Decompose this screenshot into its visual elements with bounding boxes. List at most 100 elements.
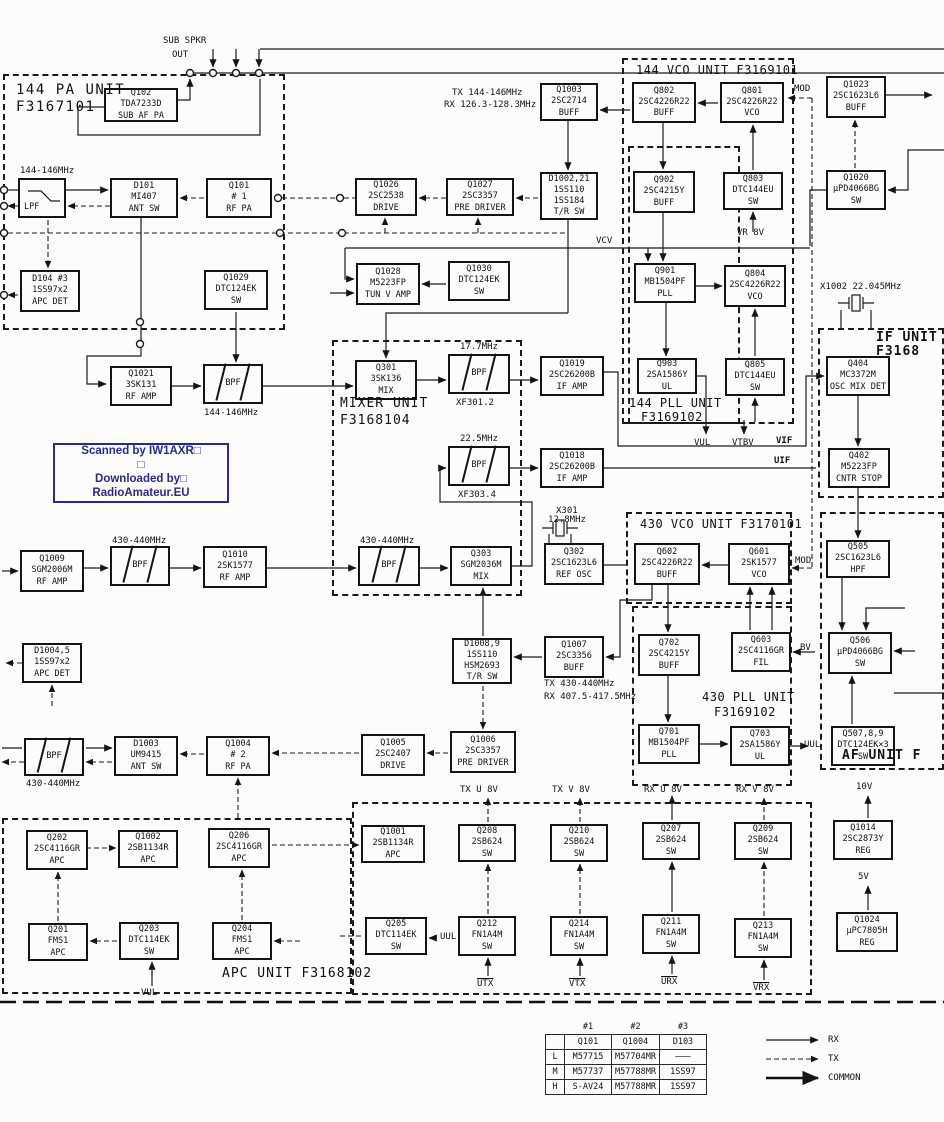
bpf-144: BPF (203, 363, 263, 404)
component-text: Q1024 (854, 915, 880, 926)
freq-430-tx: 430-440MHz (26, 779, 81, 789)
component-text: D104 #3 (32, 274, 68, 285)
component-text: PLL (657, 288, 673, 299)
component-text: SW (390, 941, 402, 952)
component-text: FMS1 (231, 935, 253, 946)
option-table-cell: M57788MR (611, 1079, 660, 1095)
pll-144-code: F3169102 (641, 410, 703, 424)
component-text: TUN V AMP (364, 289, 412, 300)
component-text: 2SB624 (655, 835, 687, 846)
vr-8v: VR 8V (737, 228, 765, 238)
option-table-cell: Q1004 (611, 1034, 660, 1050)
wire-segment (77, 79, 261, 136)
bpf-xf303: BPF (448, 445, 510, 486)
component-text: VCO (744, 108, 760, 119)
component-text: Q1010 (222, 550, 248, 561)
bv: BV (800, 643, 811, 653)
component-text: Q404 (847, 359, 869, 370)
wire-segment (604, 371, 825, 447)
component-text: SW (473, 286, 485, 297)
component-text: MB1504PF (644, 277, 686, 288)
component-text: Q402 (848, 451, 870, 462)
af-unit-title: AF UNIT F (842, 748, 922, 763)
component-text: Q1009 (39, 554, 65, 565)
component-text: REG (855, 845, 871, 856)
component-text: 2SB624 (747, 835, 779, 846)
component-text: Q201 (47, 925, 69, 936)
component-text: SGM2036M (460, 560, 502, 571)
component-text: Q603 (750, 635, 772, 646)
component-text: RF AMP (36, 576, 68, 587)
component-text: SW (850, 195, 862, 206)
option-table-cell: M57737 (564, 1064, 612, 1080)
option-table-cell: Q101 (564, 1034, 612, 1050)
option-table-cell: S-AV24 (564, 1079, 612, 1095)
component-text: Q601 (748, 547, 770, 558)
junction-dot (0, 201, 9, 211)
component-text: Q702 (658, 638, 680, 649)
component-text: APC (231, 853, 247, 864)
if-unit-title: IF UNIT (876, 330, 938, 345)
component-text: APC (140, 854, 156, 865)
component-text: Q210 (568, 826, 590, 837)
tx-144-freq: TX 144-146MHz (452, 88, 523, 98)
freq-144-bpf: 144-146MHz (204, 408, 259, 418)
component-text: SW (481, 941, 493, 952)
rx-u-8v: RX U 8V (644, 785, 682, 795)
component-text: FN1A4M (563, 930, 595, 941)
component-text: Q1018 (559, 451, 585, 462)
component-text: Q1007 (561, 640, 587, 651)
component-text: 2SC4116GR (33, 844, 81, 855)
junction-dot (0, 290, 9, 300)
component-text: RF PA (226, 203, 252, 214)
urx: URX (661, 977, 678, 987)
component-text: BPF (471, 460, 487, 471)
component-text: BUFF (563, 662, 585, 673)
component-text: Q1002 (135, 832, 161, 843)
component-text: 2SC26200B (548, 462, 596, 473)
component-text: 2SC1623L6 (834, 553, 882, 564)
component-text: Q1021 (128, 369, 154, 380)
component-text: FN1A4M (655, 928, 687, 939)
component-text: SW (573, 941, 585, 952)
component-text: Q208 (476, 826, 498, 837)
component-text: M5223FP (841, 462, 877, 473)
component-text: Q101 (228, 181, 250, 192)
component-text: Q1005 (380, 738, 406, 749)
component-text: D101 (133, 181, 155, 192)
component-text: 2SC1623L6 (832, 91, 880, 102)
component-text: Q1030 (466, 264, 492, 275)
component-text: ANT SW (128, 203, 160, 214)
component-text: 2SC4226R22 (638, 96, 690, 107)
bpf-slash-icon (371, 545, 382, 583)
component-text: REF OSC (556, 569, 592, 580)
component-text: Q203 (138, 924, 160, 935)
component-text: UL (754, 751, 766, 762)
vul-apc: VUL (141, 988, 158, 998)
pll-430-title: 430 PLL UNIT (702, 690, 795, 704)
component-text: PLL (661, 749, 677, 760)
junction-dot (335, 193, 345, 203)
component-text: APC (49, 855, 65, 866)
bpf-xf301: BPF (448, 353, 510, 394)
apc-unit-title: APC UNIT F3168102 (222, 966, 373, 981)
component-text: MB1504PF (648, 738, 690, 749)
freq-430-mix: 430-440MHz (360, 536, 415, 546)
component-text: FN1A4M (747, 932, 779, 943)
tx-v-8v: TX V 8V (552, 785, 590, 795)
component-text: FN1A4M (471, 930, 503, 941)
crystal-x301-icon (542, 519, 578, 537)
component-text: Q1020 (843, 173, 869, 184)
lpf-144: LPF (18, 178, 66, 218)
